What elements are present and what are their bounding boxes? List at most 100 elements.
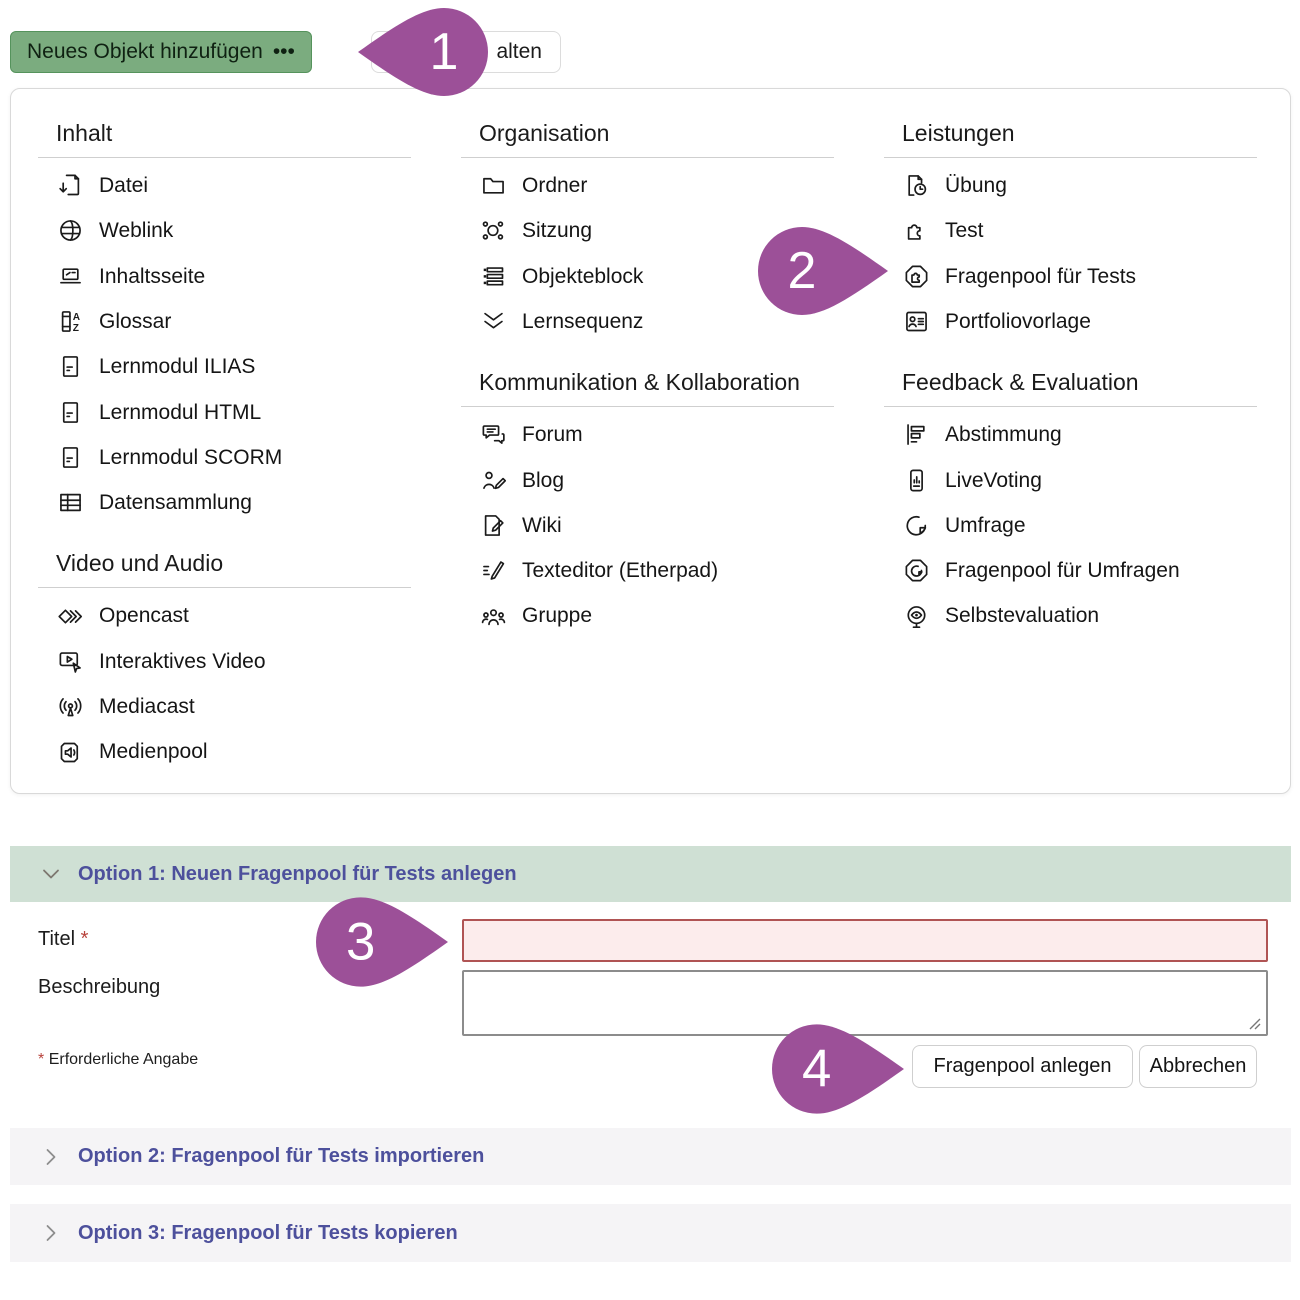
callout-step-3: 3 (316, 896, 450, 988)
menu-section-leistungen: Leistungen Übung Test Fragenpool für Tes… (884, 119, 1257, 344)
add-new-object-label: Neues Objekt hinzufügen (27, 40, 263, 63)
menu-item-label: Inhaltsseite (99, 264, 206, 288)
menu-section-kommunikation: Kommunikation & Kollabo­ration Forum Blo… (461, 368, 834, 639)
menu-item-wiki[interactable]: Wiki (461, 503, 834, 548)
menu-item-lernmodul-html[interactable]: Lernmodul HTML (38, 390, 411, 435)
menu-item-inhaltsseite[interactable]: Inhaltsseite (38, 254, 411, 299)
section-divider (884, 406, 1257, 408)
title-field-label: Titel * (38, 928, 89, 950)
folder-icon (483, 178, 504, 194)
learning-module-icon (62, 356, 79, 378)
accordion-option2-header[interactable]: Option 2: Fragenpool für Tests importier… (10, 1128, 1291, 1185)
menu-item-texteditor[interactable]: Texteditor (Etherpad) (461, 548, 834, 593)
add-new-object-button[interactable]: Neues Objekt hinzufügen ••• (10, 31, 312, 73)
callout-number: 3 (346, 912, 375, 971)
callout-number: 4 (802, 1039, 831, 1098)
menu-item-datensammlung[interactable]: Datensammlung (38, 480, 411, 525)
text-editor-icon (483, 561, 505, 581)
menu-item-label: Portfoliovorlage (945, 309, 1091, 333)
menu-item-label: Weblink (99, 219, 174, 243)
description-field-label: Beschreibung (38, 976, 161, 998)
file-download-icon (59, 174, 80, 196)
menu-item-blog[interactable]: Blog (461, 458, 834, 503)
menu-item-umfrage[interactable]: Umfrage (884, 503, 1257, 548)
exercise-icon (908, 175, 927, 197)
learning-sequence-icon (484, 312, 503, 329)
section-title: Organisation (479, 120, 610, 146)
menu-item-interaktives-video[interactable]: Interaktives Video (38, 639, 411, 684)
menu-item-label: Test (945, 219, 984, 243)
title-input[interactable] (462, 919, 1268, 962)
menu-item-mediacast[interactable]: Mediacast (38, 684, 411, 729)
accordion-option1-header[interactable]: Option 1: Neuen Fragenpool für Tests anl… (10, 846, 1291, 902)
section-title: Feedback & Evaluation (902, 369, 1139, 396)
blog-icon (483, 471, 507, 489)
menu-item-portfoliovorlage[interactable]: Portfoliovorlage (884, 299, 1257, 344)
menu-section-organisation: Organisation Ordner Sitzung Objekteblock (461, 119, 834, 344)
menu-item-lernsequenz[interactable]: Lernsequenz (461, 299, 834, 344)
menu-item-label: Lernmodul HTML (99, 400, 262, 424)
menu-item-lernmodul-ilias[interactable]: Lernmodul ILIAS (38, 344, 411, 389)
accordion-option3-title: Option 3: Fragenpool für Tests kopieren (78, 1221, 458, 1244)
required-asterisk: * (80, 928, 89, 950)
media-pool-icon (60, 742, 79, 762)
menu-item-label: Umfrage (945, 513, 1026, 537)
accordion-option3-header[interactable]: Option 3: Fragenpool für Tests kopieren (10, 1204, 1291, 1262)
menu-item-livevoting[interactable]: LiveVoting (884, 458, 1257, 503)
menu-section-feedback: Feedback & Evaluation Abstimmung LiveVot… (884, 368, 1257, 639)
section-divider (38, 157, 411, 159)
callout-step-4: 4 (772, 1023, 906, 1115)
menu-item-datei[interactable]: Datei (38, 163, 411, 208)
menu-item-objekteblock[interactable]: Objekteblock (461, 254, 834, 299)
menu-item-label: Sitzung (522, 219, 593, 243)
menu-item-medienpool[interactable]: Medienpool (38, 729, 411, 774)
mediacast-icon (59, 698, 82, 717)
menu-item-label: Übung (945, 174, 1007, 198)
menu-item-label: Fragenpool für Tests (945, 264, 1137, 288)
menu-item-label: Interaktives Video (99, 649, 266, 673)
live-voting-icon (910, 469, 923, 492)
textarea-resize-handle-icon[interactable] (1248, 1017, 1262, 1031)
wiki-icon (484, 515, 504, 536)
menu-item-label: Blog (522, 468, 565, 492)
section-divider (884, 157, 1257, 159)
section-divider (461, 406, 834, 408)
menu-column-2: Organisation Ordner Sitzung Objekteblock (461, 99, 834, 775)
menu-item-selbstevaluation[interactable]: Selbstevaluation (884, 593, 1257, 638)
cancel-button[interactable]: Abbrechen (1139, 1045, 1257, 1088)
menu-item-gruppe[interactable]: Gruppe (461, 593, 834, 638)
partially-hidden-toolbar-button[interactable]: alten (371, 31, 561, 73)
menu-item-label: Lernmodul SCORM (99, 445, 283, 469)
section-title: Kommunikation & Kollabo­ration (479, 369, 800, 396)
menu-item-forum[interactable]: Forum (461, 412, 834, 457)
object-block-icon (483, 267, 504, 286)
menu-item-opencast[interactable]: Opencast (38, 593, 411, 638)
section-divider (461, 157, 834, 159)
menu-item-weblink[interactable]: Weblink (38, 208, 411, 253)
content-page-icon (60, 268, 81, 284)
menu-item-ordner[interactable]: Ordner (461, 163, 834, 208)
required-note: * Erforderliche Angabe (38, 1051, 199, 1068)
section-title: Leistungen (902, 120, 1015, 146)
menu-item-fragenpool-umfragen[interactable]: Fragenpool für Umfragen (884, 548, 1257, 593)
menu-item-abstimmung[interactable]: Abstimmung (884, 412, 1257, 457)
menu-item-label: Wiki (522, 513, 562, 537)
menu-item-label: Lernsequenz (522, 309, 644, 333)
create-question-pool-button[interactable]: Fragenpool anlegen (912, 1045, 1133, 1088)
menu-item-fragenpool-tests[interactable]: Fragenpool für Tests (884, 254, 1257, 299)
menu-item-sitzung[interactable]: Sitzung (461, 208, 834, 253)
learning-module-icon (62, 447, 79, 468)
menu-item-uebung[interactable]: Übung (884, 163, 1257, 208)
self-evaluation-icon (907, 605, 926, 628)
menu-item-label: Medienpool (99, 740, 208, 764)
menu-item-label: Fragenpool für Umfragen (945, 559, 1180, 583)
forum-icon (482, 425, 505, 445)
menu-item-test[interactable]: Test (884, 208, 1257, 253)
learning-module-icon (62, 401, 79, 423)
question-pool-surveys-icon (905, 559, 928, 582)
description-textarea[interactable] (462, 970, 1268, 1036)
menu-item-lernmodul-scorm[interactable]: Lernmodul SCORM (38, 435, 411, 480)
